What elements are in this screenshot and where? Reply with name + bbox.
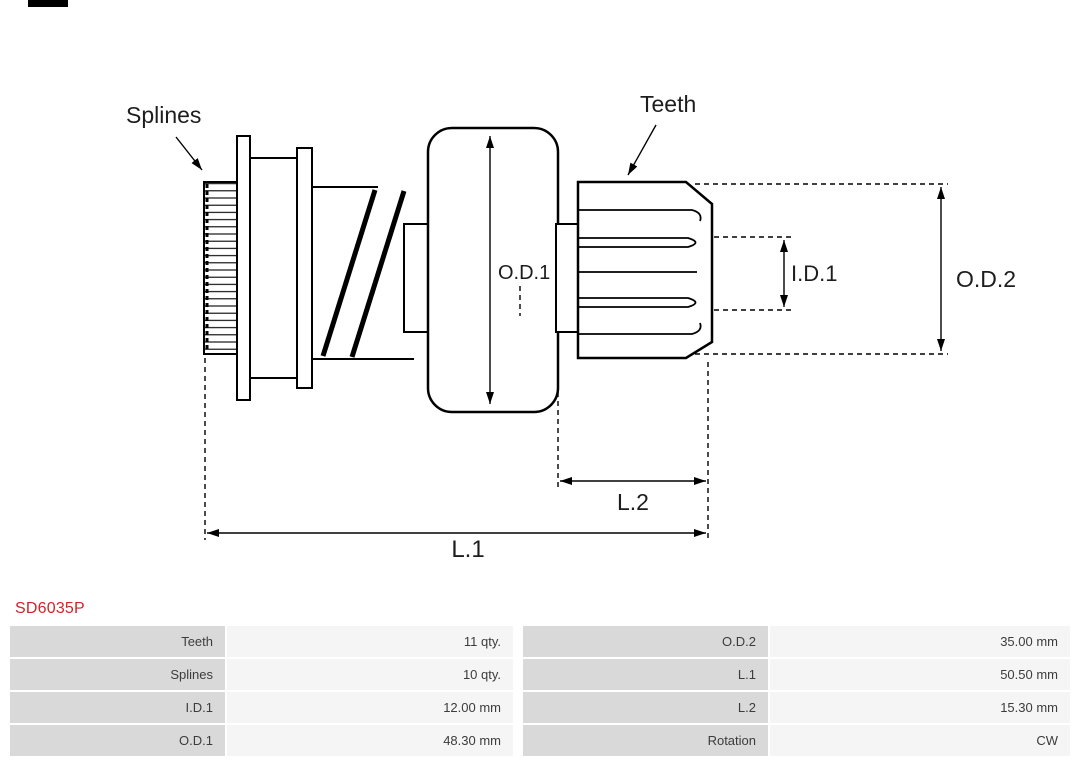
spec-label: L.1 xyxy=(523,659,768,690)
part-number: SD6035P xyxy=(15,600,85,617)
od2-label: O.D.2 xyxy=(956,266,1016,292)
spec-label: Teeth xyxy=(10,626,225,657)
spec-label: O.D.1 xyxy=(10,725,225,756)
od1-label: O.D.1 xyxy=(498,262,550,284)
teeth-label: Teeth xyxy=(640,91,696,117)
spring xyxy=(312,186,414,360)
spec-row: O.D.1 48.30 mm Rotation CW xyxy=(10,725,1070,756)
pinion-gear xyxy=(576,180,714,360)
spec-label: L.2 xyxy=(523,692,768,723)
spec-label: I.D.1 xyxy=(10,692,225,723)
spec-label: Rotation xyxy=(523,725,768,756)
l1-label: L.1 xyxy=(451,536,484,563)
splines-callout-arrow xyxy=(175,136,203,171)
spec-value: 35.00 mm xyxy=(770,626,1070,657)
spec-value: CW xyxy=(770,725,1070,756)
shaft-step xyxy=(403,223,431,333)
spec-value: 10 qty. xyxy=(227,659,513,690)
logo-strip xyxy=(28,0,68,7)
spec-row: Splines 10 qty. L.1 50.50 mm xyxy=(10,659,1070,690)
spec-table: Teeth 11 qty. O.D.2 35.00 mm Splines 10 … xyxy=(10,626,1070,756)
spec-row: Teeth 11 qty. O.D.2 35.00 mm xyxy=(10,626,1070,657)
spec-value: 12.00 mm xyxy=(227,692,513,723)
spec-row: I.D.1 12.00 mm L.2 15.30 mm xyxy=(10,692,1070,723)
l2-label: L.2 xyxy=(617,489,649,515)
dimension-arrows xyxy=(175,124,945,537)
spec-label: Splines xyxy=(10,659,225,690)
connector-shaft xyxy=(555,223,579,333)
spec-value: 48.30 mm xyxy=(227,725,513,756)
spec-value: 50.50 mm xyxy=(770,659,1070,690)
spec-value: 15.30 mm xyxy=(770,692,1070,723)
extension-lines xyxy=(204,183,948,540)
id1-label: I.D.1 xyxy=(791,261,837,286)
splined-shaft xyxy=(203,181,238,355)
teeth-callout-arrow xyxy=(627,124,657,176)
spec-value: 11 qty. xyxy=(227,626,513,657)
part-diagram: Splines Teeth O.D.1 I.D.1 O.D.2 L.2 L.1 xyxy=(126,91,1016,563)
splines-label: Splines xyxy=(126,102,201,128)
flanges-and-hub xyxy=(236,135,313,401)
spec-label: O.D.2 xyxy=(523,626,768,657)
